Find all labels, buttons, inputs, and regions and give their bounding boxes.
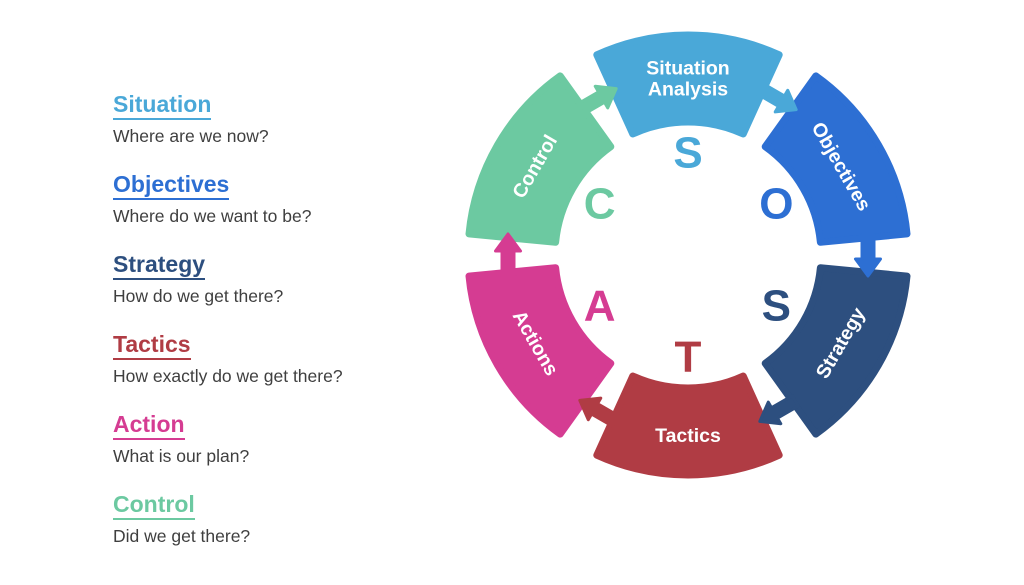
glossary-term-strategy[interactable]: Strategy <box>113 251 206 280</box>
flow-arrow-objectives-to-strategy <box>854 233 882 278</box>
glossary-question-control: Did we get there? <box>113 526 251 546</box>
segment-label-line: Situation <box>646 58 729 80</box>
glossary-term-control[interactable]: Control <box>113 491 195 520</box>
flow-arrow-control-to-situation-analysis <box>576 84 618 116</box>
center-letter-a-actions: A <box>584 282 616 331</box>
center-letter-s-situation-analysis: S <box>673 129 702 178</box>
glossary-question-objectives: Where do we want to be? <box>113 206 312 226</box>
segment-label-line: Analysis <box>648 79 728 101</box>
segment-situation-analysis <box>593 31 783 138</box>
glossary-term-tactics[interactable]: Tactics <box>113 331 191 360</box>
glossary-entry-control: Control Did we get there? <box>113 491 343 548</box>
glossary-term-action[interactable]: Action <box>113 411 185 440</box>
segment-control <box>465 72 615 246</box>
glossary-entry-objectives: Objectives Where do we want to be? <box>113 171 343 228</box>
glossary-term-situation[interactable]: Situation <box>113 91 212 120</box>
center-letter-s-strategy: S <box>762 282 791 331</box>
glossary-question-situation: Where are we now? <box>113 126 269 146</box>
segment-label-tactics: Tactics <box>655 425 721 447</box>
center-letter-t-tactics: T <box>675 333 702 382</box>
glossary-list: Situation Where are we now? Objectives W… <box>113 91 343 571</box>
glossary-question-strategy: How do we get there? <box>113 286 284 306</box>
flow-arrow-strategy-to-tactics <box>758 394 800 426</box>
glossary-entry-tactics: Tactics How exactly do we get there? <box>113 331 343 388</box>
center-letter-o-objectives: O <box>759 180 793 229</box>
glossary-question-tactics: How exactly do we get there? <box>113 366 343 386</box>
center-letter-c-control: C <box>584 180 616 229</box>
flow-arrow-actions-to-control <box>494 232 522 277</box>
glossary-question-action: What is our plan? <box>113 446 250 466</box>
segment-actions <box>465 264 615 438</box>
glossary-term-objectives[interactable]: Objectives <box>113 171 230 200</box>
segment-tactics <box>593 372 783 479</box>
glossary-entry-situation: Situation Where are we now? <box>113 91 343 148</box>
flow-arrow-situation-analysis-to-objectives <box>756 82 798 114</box>
segment-objectives <box>761 72 911 246</box>
glossary-entry-strategy: Strategy How do we get there? <box>113 251 343 308</box>
glossary-entry-action: Action What is our plan? <box>113 411 343 468</box>
flow-arrow-tactics-to-actions <box>578 396 620 428</box>
segment-strategy <box>761 264 911 438</box>
